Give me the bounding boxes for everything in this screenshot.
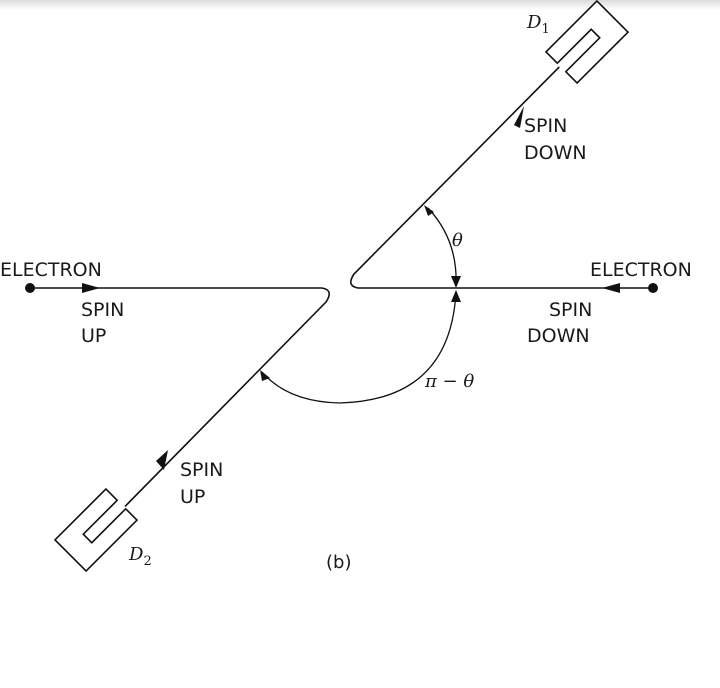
- theta-arc-arrow-top: [424, 205, 434, 216]
- pi-arc-arrow-top: [451, 290, 461, 302]
- lower-spin-line2: UP: [180, 486, 205, 508]
- left-spin-line1: SPIN: [81, 299, 124, 321]
- left-spin-line2: UP: [81, 325, 106, 347]
- figure-caption: (b): [326, 552, 351, 573]
- pi-arc-arrow-bottom: [260, 370, 270, 381]
- top-shadow-bar: [0, 0, 720, 10]
- right-spin-line1: SPIN: [549, 299, 592, 321]
- left-electron-track: [30, 287, 330, 539]
- upper-track-arrow: [514, 106, 524, 128]
- right-electron-label: ELECTRON: [590, 259, 692, 281]
- right-electron-dot: [648, 283, 658, 293]
- right-track-arrow: [602, 283, 620, 293]
- detector-d1-shape: [544, 0, 630, 85]
- left-electron-dot: [25, 283, 35, 293]
- upper-spin-line1: SPIN: [524, 115, 567, 137]
- lower-track-arrow: [156, 450, 168, 470]
- upper-spin-line2: DOWN: [524, 142, 587, 164]
- left-electron-label: ELECTRON: [0, 259, 102, 281]
- pi-minus-theta-label: π − θ: [424, 371, 474, 392]
- detector-d2-label: D2: [128, 544, 152, 569]
- detector-d1-label: D1: [526, 12, 550, 37]
- pi-minus-theta-arc: [261, 291, 457, 404]
- right-electron-track: [350, 41, 653, 289]
- detector-d2-shape: [53, 487, 139, 573]
- theta-arc-arrow-bottom: [451, 276, 461, 288]
- left-track-arrow: [82, 283, 100, 293]
- theta-label: θ: [452, 230, 463, 251]
- lower-spin-line1: SPIN: [180, 459, 223, 481]
- right-spin-line2: DOWN: [527, 325, 590, 347]
